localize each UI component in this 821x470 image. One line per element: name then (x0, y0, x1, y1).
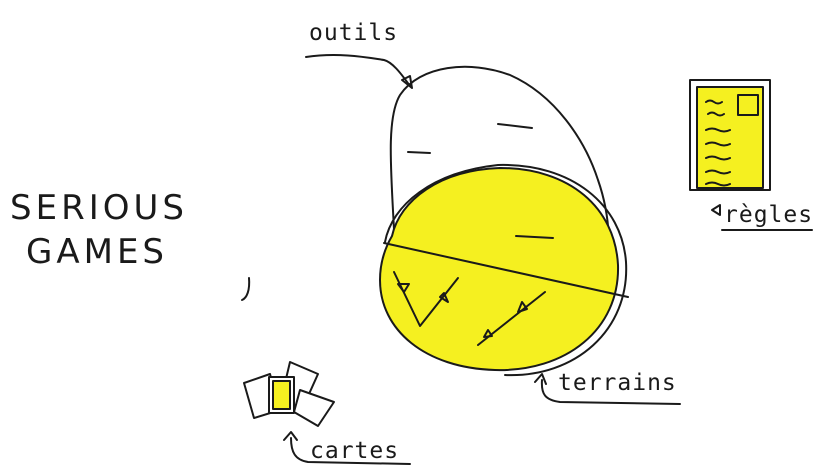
rules-pointer (712, 205, 720, 215)
tools-mark (498, 124, 532, 128)
card-back (294, 390, 334, 426)
title-line-1: SERIOUS (10, 188, 188, 228)
terrains-pointer (535, 374, 546, 384)
card-front-fill (273, 381, 290, 409)
tools-mark (408, 152, 430, 153)
label-rules: règles (724, 202, 813, 228)
label-tools: outils (309, 20, 398, 46)
label-cards: cartes (310, 438, 399, 464)
tools-leader (306, 55, 410, 86)
stray-mark (242, 278, 249, 300)
title-line-2: GAMES (26, 232, 168, 272)
label-terrains: terrains (558, 370, 677, 396)
